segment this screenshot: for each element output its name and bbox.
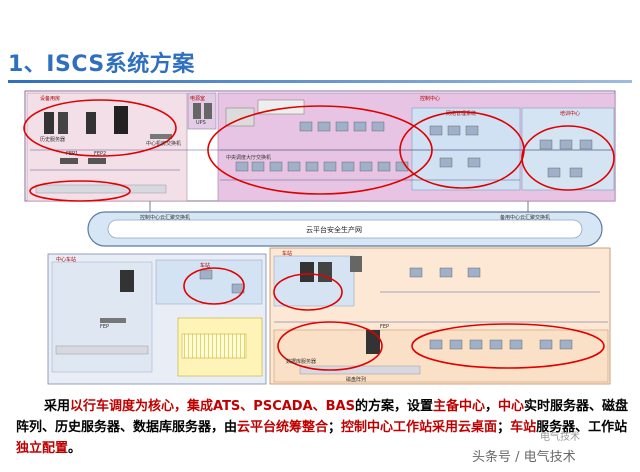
- ups-unit: [193, 103, 201, 119]
- hist-server-label: 历史服务器: [40, 137, 66, 143]
- fep1-label: FEP1: [66, 151, 79, 157]
- caption-highlight-cloud: 云平台统筹整合: [237, 420, 329, 435]
- annotation-training: [521, 125, 615, 191]
- slide-title: 1、ISCS系统方案: [8, 52, 195, 77]
- right-station-db-rack: [366, 330, 380, 354]
- dispatch-switch-label: 中央调度大厅交换机: [226, 155, 272, 161]
- caption-highlight-dual-center: 主备中心: [433, 399, 486, 414]
- caption-text-8: 。: [68, 441, 82, 456]
- hist-server-rack-2: [58, 112, 68, 134]
- caption-lead: 采用: [44, 399, 71, 414]
- control-center-label: 控制中心: [420, 96, 441, 102]
- cloud-ring-inner: [107, 219, 583, 239]
- caption-text-4: 实时服务器、磁盘阵列、历史服务器、数据库服务器，由: [16, 399, 629, 435]
- dispatcher-workstations: [235, 121, 593, 178]
- training-center-label: 培训中心: [560, 111, 581, 117]
- right-station-fep-label: FEP: [380, 324, 390, 330]
- caption-text-7: 服务器、工作站: [536, 420, 628, 435]
- caption-highlight-station: 车站: [510, 420, 537, 435]
- annotation-hall-workstations: [207, 105, 433, 195]
- fep-rack-1: [60, 158, 78, 164]
- ring-right-switch-label: 备用中心云汇聚交换机: [500, 215, 551, 221]
- watermark-text: 头条号 / 电气技术: [472, 450, 576, 465]
- left-station-switch: [100, 318, 126, 323]
- caption-text-6: ；: [497, 420, 511, 435]
- annotation-center-servers: [23, 99, 177, 157]
- fep-unit-row: [35, 184, 167, 194]
- caption-paragraph: 采用以行车调度为核心，集成ATS、PSCADA、BAS的方案，设置主备中心，中心…: [16, 396, 632, 459]
- cloud-ring-label: 云平台安全生产网: [306, 226, 362, 234]
- right-station-ups: [350, 256, 362, 272]
- ups-label: UPS: [196, 120, 206, 126]
- caption-text-5: ；: [328, 420, 342, 435]
- central-switch: [150, 134, 172, 139]
- fep2-label: FEP2: [94, 151, 107, 157]
- hist-server-rack-1: [44, 112, 54, 134]
- caption-highlight-independent: 独立配置: [16, 441, 69, 456]
- annotation-center-fep: [29, 180, 131, 202]
- left-station-wiring: [181, 333, 247, 359]
- title-underline: [8, 80, 632, 83]
- central-switch-label: 中心机房交换机: [146, 141, 182, 147]
- caption-highlight-cloud-desktop: 控制中心工作站采用云桌面: [341, 420, 498, 435]
- left-station-fep-label: FEP: [100, 324, 110, 330]
- caption-highlight-core: 以行车调度为核心，集成ATS、PSCADA、BAS: [70, 399, 355, 414]
- caption-highlight-center: 中心: [498, 399, 525, 414]
- left-station-ops: [155, 259, 263, 305]
- left-station-equipment: [51, 261, 153, 373]
- left-station-label: 中心车站: [56, 257, 77, 263]
- right-station-label: 车站: [282, 251, 293, 257]
- left-station-server: [120, 270, 134, 292]
- equipment-room-label: 设备用房: [40, 96, 61, 102]
- annotation-right-station-db: [277, 321, 383, 371]
- left-station-sub-label: 车站: [200, 263, 211, 269]
- watermark-logo: 电气技术: [540, 432, 580, 443]
- caption-text-3: ，: [485, 399, 499, 414]
- right-station-workstations: [409, 267, 573, 350]
- left-station-fep-row: [55, 345, 149, 355]
- annotation-right-station-ws: [411, 323, 605, 369]
- left-station-ws: [199, 269, 213, 280]
- storage-array-label: 磁盘阵列: [346, 377, 367, 383]
- right-station-bottom: [273, 329, 609, 383]
- right-station-server-rack: [300, 262, 314, 282]
- fep-rack-2: [88, 158, 106, 164]
- annotation-left-station-ws: [183, 267, 245, 305]
- red-annotations: [23, 99, 615, 371]
- disk-array-rack: [114, 106, 128, 134]
- ring-left-switch-label: 控制中心云汇聚交换机: [140, 215, 191, 221]
- network-mgmt-label: 网络管理系统: [446, 111, 477, 117]
- power-room-label: 电源室: [190, 96, 206, 102]
- annotation-right-station-servers: [273, 273, 343, 311]
- hist-server-rack-3: [86, 112, 96, 134]
- ups-unit-2: [204, 103, 212, 119]
- right-station-db-label: 数据库服务器: [286, 359, 317, 365]
- caption-text-2: 的方案，设置: [354, 399, 433, 414]
